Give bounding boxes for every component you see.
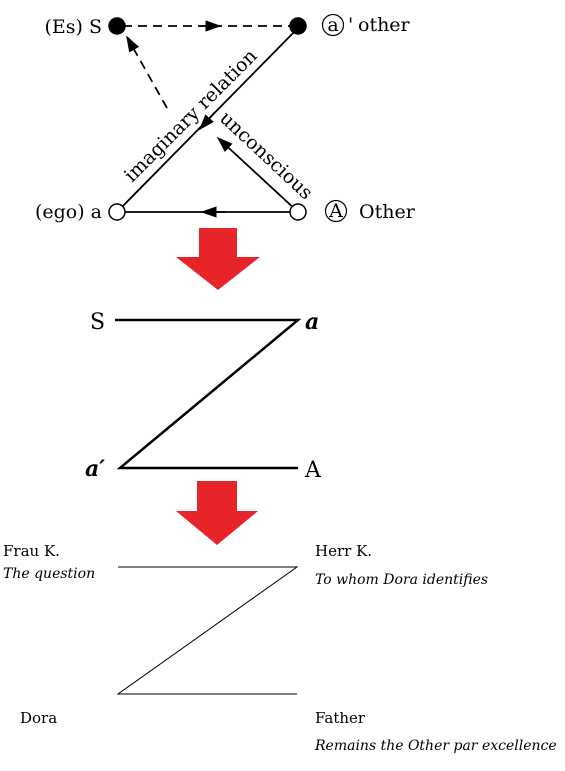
z-shape-middle xyxy=(115,318,302,470)
label-unconscious: unconscious xyxy=(215,107,317,204)
label-frau-k: Frau K. xyxy=(3,542,60,560)
label-father: Father xyxy=(315,709,366,727)
label-circled-a: a xyxy=(327,14,338,36)
label-a-prime: a′ xyxy=(85,456,105,482)
label-remains: Remains the Other par excellence xyxy=(314,738,557,754)
label-ego-a: (ego) a xyxy=(35,201,102,223)
label-a: a xyxy=(305,309,319,335)
circled-a-ring xyxy=(321,13,345,37)
label-herr-k: Herr K. xyxy=(315,542,372,560)
bottom-schema: Frau K. The question Herr K. To whom Dor… xyxy=(3,542,557,754)
unconscious-line xyxy=(216,136,298,212)
label-other-big: Other xyxy=(359,201,416,223)
circled-big-a-ring xyxy=(324,199,348,223)
label-s: S xyxy=(90,310,105,335)
label-dora: Dora xyxy=(20,709,57,727)
label-prime-mark: ' xyxy=(348,14,353,36)
label-circled-big-a: A xyxy=(328,200,343,222)
node-ego-a xyxy=(108,203,126,221)
z-shape-bottom xyxy=(116,566,299,695)
middle-schema: S a a′ A xyxy=(85,309,322,483)
red-down-arrow-1 xyxy=(176,228,260,290)
node-s xyxy=(108,17,126,35)
label-to-whom: To whom Dora identifies xyxy=(315,572,488,588)
top-schema: (Es) S a ' other (ego) a A Other imagina… xyxy=(35,13,416,223)
label-es-s: (Es) S xyxy=(44,16,102,38)
label-other-small: other xyxy=(358,14,411,36)
dashed-line-to-s xyxy=(126,35,168,109)
red-down-arrow-2 xyxy=(176,481,258,545)
label-big-a: A xyxy=(304,458,322,483)
imaginary-relation-arrowhead xyxy=(198,111,216,131)
node-big-a xyxy=(289,203,307,221)
node-a-prime xyxy=(289,17,307,35)
label-the-question: The question xyxy=(3,566,95,582)
